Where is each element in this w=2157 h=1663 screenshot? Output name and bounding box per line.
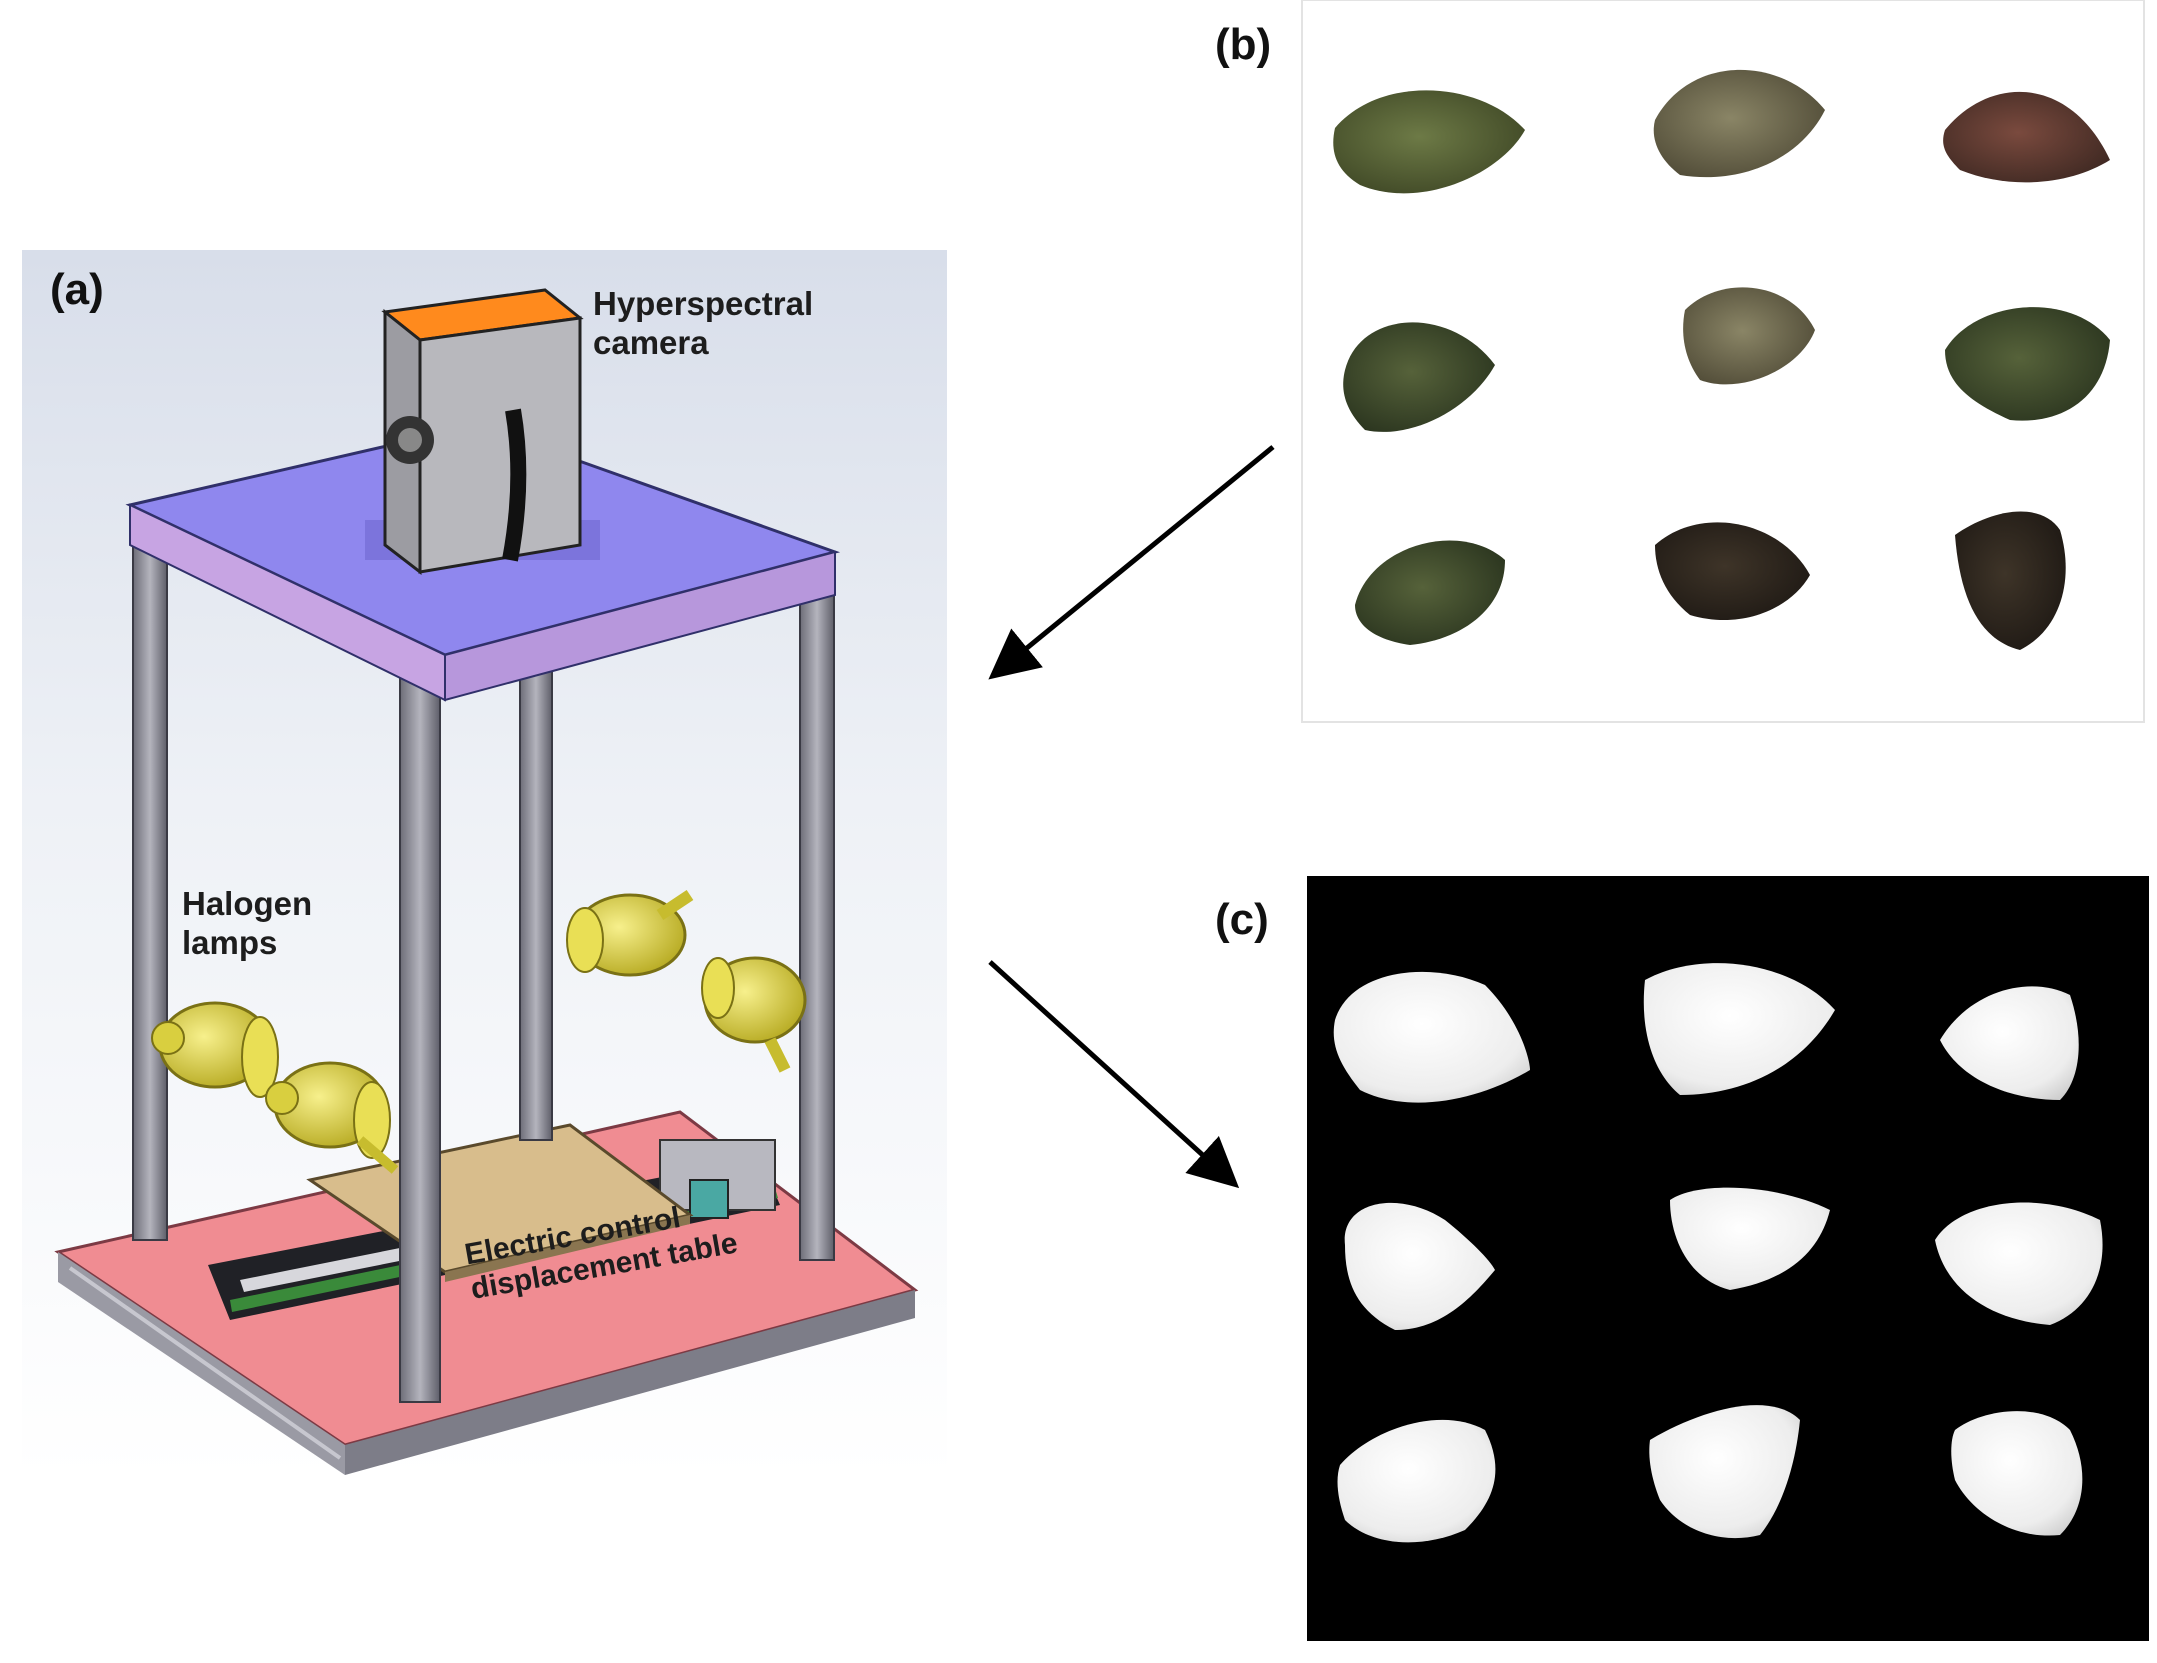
leaf-photo-1-3 [1943, 91, 2110, 183]
panel-label-c: (c) [1215, 895, 1269, 944]
callout-halogen-lamps: Halogen lamps [182, 885, 312, 963]
panel-label-a: (a) [50, 265, 104, 314]
arrow-a-to-c [988, 960, 1240, 1189]
callout-lamps-line2: lamps [182, 923, 278, 961]
leaf-photo-grid [1333, 69, 2110, 650]
halogen-lamp-1 [151, 1001, 279, 1098]
leaf-gray-2-3 [1935, 1202, 2103, 1325]
halogen-lamp-3 [566, 890, 694, 977]
leaf-photo-2-2 [1683, 287, 1815, 385]
leaf-gray-3-2 [1649, 1405, 1800, 1539]
leaf-gray-2-2 [1670, 1187, 1830, 1290]
leaf-photo-3-3 [1955, 511, 2066, 650]
leaf-gray-1-3 [1940, 986, 2079, 1100]
frame-post-back-right [519, 654, 553, 1141]
leaf-photo-3-2 [1655, 522, 1810, 621]
frame-post-back-left [132, 539, 168, 1241]
leaf-photo-2-3 [1945, 307, 2110, 421]
halogen-lamp-2 [265, 1061, 399, 1174]
callout-hyperspectral-camera: Hyperspectral camera [593, 285, 813, 363]
leaf-gray-2-1 [1344, 1202, 1495, 1330]
halogen-lamp-4 [701, 956, 807, 1073]
arrow-b-to-a [988, 445, 1275, 680]
leaf-gray-3-1 [1337, 1419, 1496, 1543]
panel-label-b: (b) [1215, 20, 1272, 69]
frame-post-front-right [799, 559, 835, 1261]
leaf-gray-1-2 [1643, 963, 1835, 1095]
hyperspectral-camera [381, 288, 584, 576]
leaf-gray-grid [1333, 963, 2103, 1543]
frame-post-front-left [399, 671, 441, 1403]
leaf-photo-3-1 [1355, 540, 1505, 645]
leaf-gray-3-3 [1951, 1411, 2083, 1536]
callout-camera-line1: Hyperspectral [593, 285, 814, 322]
callout-lamps-line1: Halogen [182, 885, 313, 922]
leaf-photo-1-1 [1333, 90, 1525, 194]
leaf-gray-1-1 [1333, 971, 1530, 1103]
leaf-photo-1-2 [1653, 69, 1825, 178]
leaf-photo-2-1 [1343, 322, 1495, 432]
callout-camera-line2: camera [593, 323, 709, 361]
